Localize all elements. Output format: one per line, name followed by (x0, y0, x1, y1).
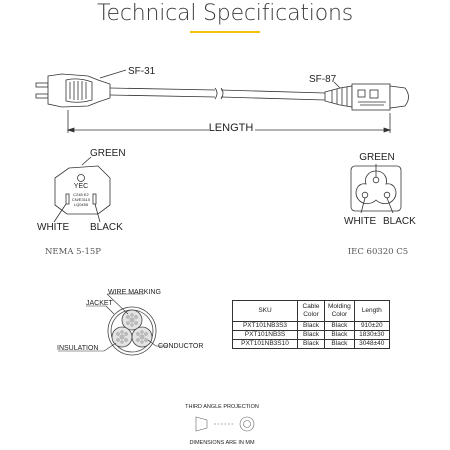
conductor-label: CONDUCTOR (158, 343, 203, 350)
cell-length: 910±20 (353, 321, 390, 331)
iec-face (350, 164, 402, 214)
length-label-bg (209, 122, 255, 135)
nema-face-text-1: YEC (74, 183, 88, 190)
table-row: PXT101NB3S3 Black Black 910±20 (232, 321, 390, 331)
cell-cable-color: Black (297, 330, 325, 340)
iec-ground-pin (372, 176, 380, 184)
sku-table: SKU Cable Color Molding Color Length PXT… (232, 300, 390, 349)
cell-sku: PXT101NB3S (232, 330, 298, 340)
table-row: PXT101NB3S Black Black 1830±30 (232, 330, 390, 340)
header-cable-color: Cable Color (297, 300, 325, 322)
page-title: Technical Specifications (97, 1, 353, 26)
cable-drawing (35, 69, 409, 133)
connector-face (389, 85, 409, 109)
nema-black-label: BLACK (90, 222, 123, 233)
cell-cable-color: Black (297, 339, 325, 349)
iec-neutral-pin (361, 191, 369, 199)
cross-section-leaders (58, 293, 168, 352)
cell-cable-color: Black (297, 321, 325, 331)
nema-white-label: WHITE (37, 222, 70, 233)
cable-break (214, 87, 224, 100)
connector-relief (324, 85, 353, 108)
length-label: LENGTH (209, 122, 254, 134)
dimensions-note: DIMENSIONS ARE IN MM (189, 440, 255, 446)
cell-sku: PXT101NB3S10 (232, 339, 298, 349)
cell-molding-color: Black (324, 339, 355, 349)
cable-cross-section (107, 306, 157, 356)
title-underline (190, 31, 260, 33)
cell-sku: PXT101NB3S3 (232, 321, 298, 331)
iec-black-label: BLACK (383, 216, 416, 227)
plug-grip (65, 78, 93, 103)
projection-symbol (195, 416, 255, 432)
wire-marking-label: WIRE MARKING (108, 289, 161, 296)
cell-molding-color: Black (324, 330, 355, 340)
cable-top-left (109, 87, 216, 91)
table-header-row: SKU Cable Color Molding Color Length (232, 300, 390, 322)
cell-length: 1830±30 (353, 330, 390, 340)
connector-label: SF-87 (309, 74, 337, 85)
header-sku: SKU (232, 300, 298, 322)
nema-face (53, 156, 111, 223)
nema-caption: NEMA 5-15P (45, 247, 101, 257)
table-row: PXT101NB3S10 Black Black 3048±40 (232, 339, 390, 349)
nema-ground-pin (77, 174, 85, 182)
nema-face-text-4: LQ0455 (74, 202, 89, 207)
nema-neutral-slot (65, 193, 70, 205)
iec-cloverleaf (355, 170, 397, 205)
plug-prong-bottom (35, 93, 49, 99)
iec-caption: IEC 60320 C5 (348, 247, 408, 257)
cable-bottom-left (109, 94, 216, 98)
projection-title: THIRD ANGLE PROJECTION (185, 404, 259, 410)
cable-top-right (220, 89, 326, 94)
cell-molding-color: Black (324, 321, 355, 331)
iec-white-label: WHITE (344, 216, 377, 227)
nema-face-text-3: CN/E3110 (72, 197, 91, 202)
plug-label: SF-31 (128, 66, 156, 77)
cable-bottom-right (220, 96, 326, 101)
nema-hot-slot (92, 193, 97, 205)
header-molding-color: Molding Color (324, 300, 355, 322)
header-length: Length (353, 300, 390, 322)
nema-green-label: GREEN (90, 148, 126, 159)
iec-hot-pin (383, 191, 391, 199)
insulation-label: INSULATION (57, 345, 99, 352)
nema-face-text-2: C245 E2 (73, 192, 89, 197)
cell-length: 3048±40 (353, 339, 390, 349)
plug-prong-top (35, 82, 49, 88)
iec-green-label: GREEN (359, 152, 395, 163)
jacket-label: JACKET (86, 300, 114, 307)
